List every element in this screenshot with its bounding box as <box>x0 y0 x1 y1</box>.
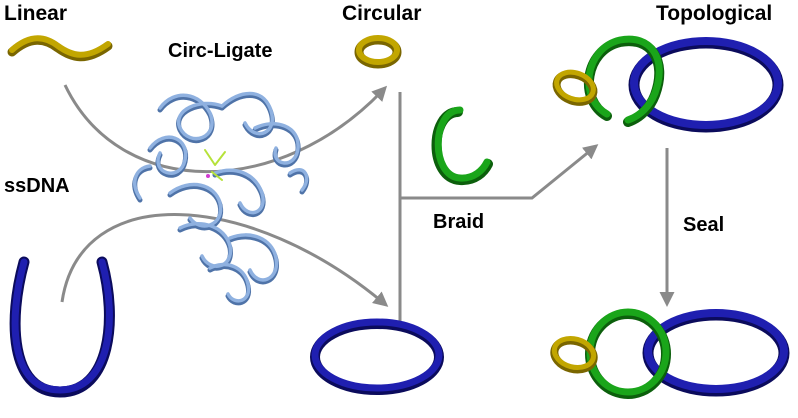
circular-blue-ring-icon <box>310 318 444 395</box>
green-open-ring-icon <box>431 106 493 186</box>
circ-ligate-protein-icon <box>132 91 310 306</box>
label-linear: Linear <box>4 2 68 25</box>
label-circular: Circular <box>342 2 422 25</box>
ssdna-strand-icon <box>9 256 115 398</box>
arrow-linear-to-circular <box>63 84 388 173</box>
linear-strand-icon <box>7 35 113 62</box>
topological-catenane-sealed-icon <box>550 308 790 399</box>
arrow-ssdna-to-circular <box>60 213 389 307</box>
label-braid: Braid <box>433 211 485 233</box>
label-circ-ligate: Circ-Ligate <box>168 40 273 62</box>
circular-gold-ring-icon <box>354 35 402 69</box>
topological-catenane-open-icon <box>552 35 784 133</box>
connector-lines <box>60 84 675 322</box>
label-ssdna: ssDNA <box>4 175 70 197</box>
label-topological: Topological <box>656 2 773 25</box>
arrow-braid <box>400 144 599 200</box>
label-seal: Seal <box>683 214 725 236</box>
